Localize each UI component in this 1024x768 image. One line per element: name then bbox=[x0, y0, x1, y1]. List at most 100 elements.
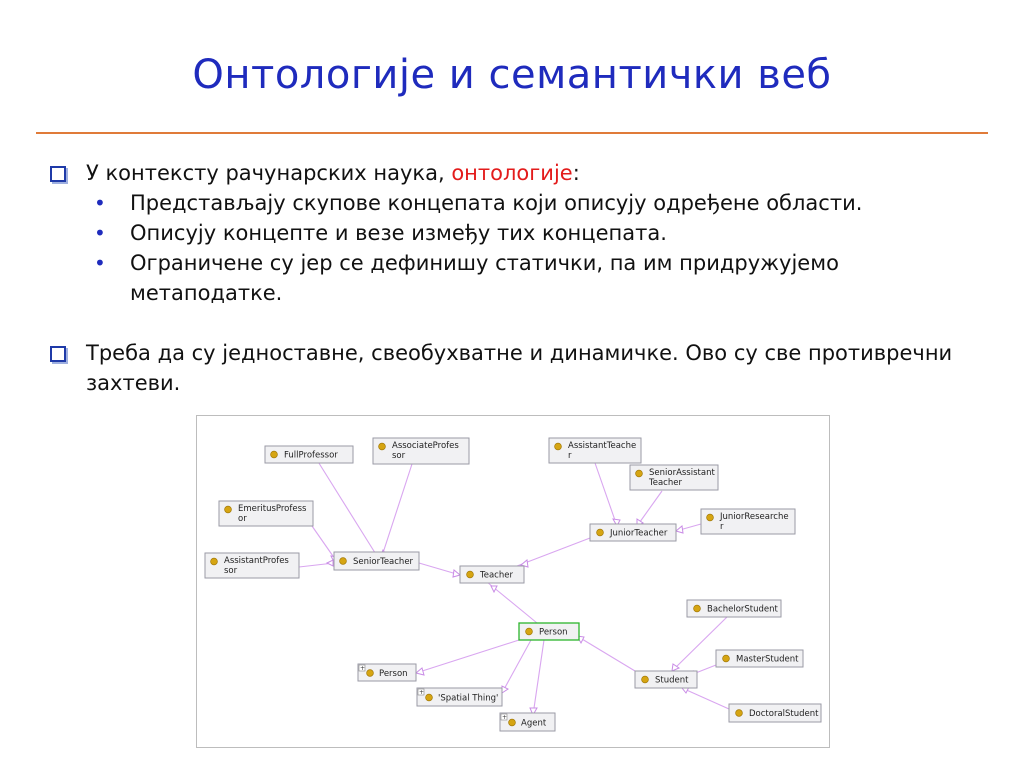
sub-bullet-text: Представљају скупове концепата који опис… bbox=[130, 191, 863, 215]
node-label: Teacher bbox=[479, 571, 513, 581]
class-icon bbox=[366, 669, 374, 677]
ontologies-highlight: онтологије bbox=[451, 161, 573, 185]
node-label: 'Spatial Thing' bbox=[438, 694, 498, 704]
node-label: EmeritusProfess bbox=[238, 504, 307, 514]
class-icon bbox=[635, 469, 643, 478]
edge-fullprofessor-seniorteacher bbox=[316, 459, 378, 557]
class-icon bbox=[339, 557, 347, 565]
node-senior-teacher[interactable]: SeniorTeacher bbox=[333, 551, 420, 571]
class-icon bbox=[693, 604, 701, 613]
node-label: Agent bbox=[521, 719, 547, 729]
svg-text:+: + bbox=[502, 714, 507, 721]
node-label-line2: sor bbox=[392, 451, 406, 461]
node-label: AssociateProfes bbox=[392, 441, 459, 451]
svg-text:+: + bbox=[419, 689, 424, 696]
bullet-lead-text: У контексту рачунарских наука, bbox=[86, 161, 452, 185]
bullet-dot-icon: • bbox=[94, 191, 106, 215]
node-person-selected[interactable]: Person bbox=[518, 622, 580, 641]
checkbox-bullet-icon bbox=[50, 346, 66, 362]
arrow-head bbox=[501, 685, 509, 694]
expand-icon[interactable]: + bbox=[417, 688, 425, 696]
edge-seniorassistant-juniorteacher bbox=[636, 490, 663, 527]
slide-title: Онтологије и семантички веб bbox=[192, 52, 832, 98]
edge-bachelor-student bbox=[671, 616, 728, 672]
node-label: Student bbox=[655, 676, 689, 686]
node-emeritus-professor[interactable]: EmeritusProfess or bbox=[218, 500, 314, 527]
sub-bullet-item: • Ограничене су јер се дефинишу статички,… bbox=[94, 248, 980, 308]
arrow-head bbox=[325, 559, 334, 567]
node-label: AssistantTeache bbox=[568, 441, 636, 451]
title-divider bbox=[36, 132, 988, 134]
node-label: AssistantProfes bbox=[224, 556, 289, 566]
bullet-dot-icon: • bbox=[94, 221, 106, 245]
class-icon bbox=[466, 570, 474, 579]
expand-icon[interactable]: + bbox=[358, 664, 366, 672]
node-label-line2: r bbox=[568, 451, 572, 461]
node-label: DoctoralStudent bbox=[749, 709, 819, 719]
node-junior-researcher[interactable]: JuniorResearche r bbox=[700, 508, 796, 535]
sub-bullet-text: Описују концепте и везе између тих конце… bbox=[130, 221, 667, 245]
node-student[interactable]: Student bbox=[634, 670, 698, 689]
arrow-head bbox=[490, 585, 498, 594]
class-icon bbox=[554, 442, 562, 451]
node-spatial-thing[interactable]: + 'Spatial Thing' bbox=[416, 687, 503, 707]
node-associate-professor[interactable]: AssociateProfes sor bbox=[372, 437, 470, 465]
edge-juniorteacher-teacher bbox=[516, 537, 591, 567]
arrow-head bbox=[529, 707, 538, 717]
ontology-graph: FullProfessor AssociateProfes sor Emerit… bbox=[196, 415, 830, 748]
class-icon bbox=[722, 654, 730, 663]
edge-person-personext bbox=[415, 639, 520, 674]
class-icon bbox=[596, 528, 604, 537]
checkbox-bullet-icon bbox=[50, 166, 66, 182]
node-full-professor[interactable]: FullProfessor bbox=[264, 445, 354, 464]
node-label: SeniorTeacher bbox=[353, 557, 414, 567]
bullet-colon: : bbox=[572, 161, 580, 185]
class-icon bbox=[525, 627, 533, 636]
sub-bullet-item: • Представљају скупове концепата који опи… bbox=[94, 188, 980, 218]
sub-bullet-list: • Представљају скупове концепата који опи… bbox=[50, 188, 980, 308]
bullet-dot-icon: • bbox=[94, 251, 106, 275]
node-agent[interactable]: + Agent bbox=[499, 712, 556, 732]
sub-bullet-item: • Описују концепте и везе између тих конц… bbox=[94, 218, 980, 248]
node-master-student[interactable]: MasterStudent bbox=[715, 649, 804, 668]
node-person-external[interactable]: + Person bbox=[357, 663, 417, 682]
node-label-line2: sor bbox=[224, 566, 238, 576]
node-label-line2: Teacher bbox=[648, 478, 682, 488]
edge-person-agent bbox=[532, 639, 545, 716]
node-label-line2: or bbox=[238, 514, 247, 524]
node-label: Person bbox=[379, 669, 408, 679]
requirements-text: Треба да су једноставне, свеобухватне и … bbox=[86, 341, 953, 395]
expand-icon[interactable]: + bbox=[500, 713, 508, 721]
sub-bullet-text: Ограничене су јер се дефинишу статички, … bbox=[130, 251, 839, 305]
class-icon bbox=[641, 675, 649, 684]
class-icon bbox=[378, 442, 386, 451]
node-assistant-professor[interactable]: AssistantProfes sor bbox=[204, 552, 300, 579]
node-label: MasterStudent bbox=[736, 655, 799, 665]
node-bachelor-student[interactable]: BachelorStudent bbox=[686, 599, 782, 618]
class-icon bbox=[425, 693, 433, 702]
node-label: JuniorResearche bbox=[719, 512, 789, 522]
node-senior-assistant-teacher[interactable]: SeniorAssistant Teacher bbox=[629, 464, 719, 491]
graph-edges bbox=[298, 459, 730, 716]
node-assistant-teacher[interactable]: AssistantTeache r bbox=[548, 437, 642, 464]
svg-text:+: + bbox=[360, 665, 365, 672]
class-icon bbox=[210, 557, 218, 566]
node-label: JuniorTeacher bbox=[609, 529, 668, 539]
class-icon bbox=[224, 505, 232, 514]
main-bullet-requirements: Треба да су једноставне, свеобухватне и … bbox=[50, 338, 980, 398]
node-doctoral-student[interactable]: DoctoralStudent bbox=[728, 703, 822, 723]
node-teacher[interactable]: Teacher bbox=[459, 565, 525, 584]
arrow-head bbox=[414, 667, 425, 676]
arrow-head bbox=[612, 518, 621, 528]
edge-emeritusprofessor-seniorteacher bbox=[311, 525, 336, 560]
node-junior-teacher[interactable]: JuniorTeacher bbox=[589, 523, 677, 542]
node-label: Person bbox=[539, 628, 568, 638]
arrow-head bbox=[452, 569, 462, 578]
class-icon bbox=[270, 450, 278, 459]
class-icon bbox=[706, 513, 714, 522]
ontology-graph-canvas: FullProfessor AssociateProfes sor Emerit… bbox=[204, 437, 822, 732]
main-bullet-ontologies: У контексту рачунарских наука, онтологиј… bbox=[50, 158, 980, 188]
class-icon bbox=[508, 718, 516, 727]
node-label: BachelorStudent bbox=[707, 605, 779, 615]
arrow-head bbox=[671, 663, 681, 672]
